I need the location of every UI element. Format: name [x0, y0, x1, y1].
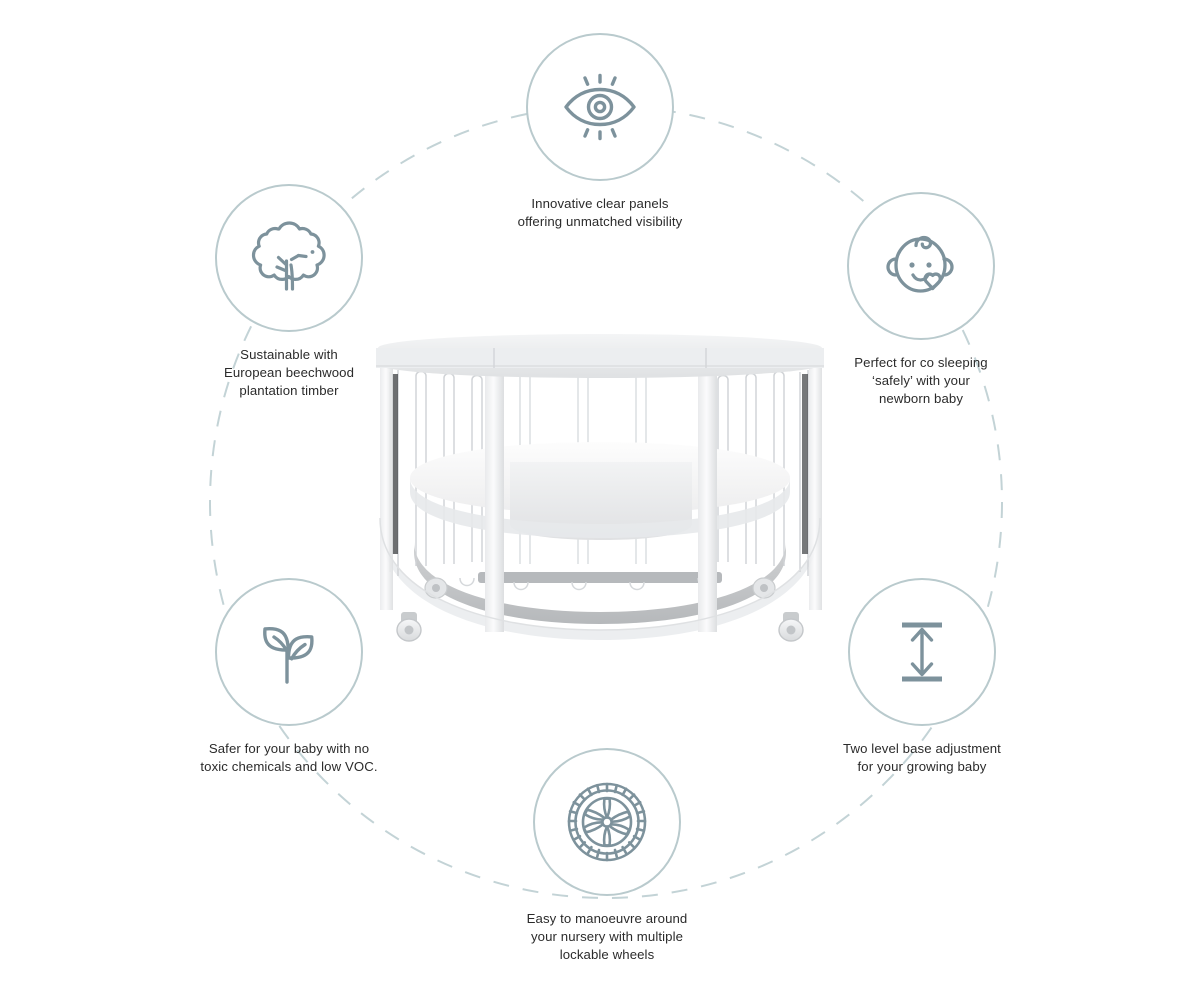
feature-cosleep[interactable]: Perfect for co sleeping ‘safely’ with yo… [771, 192, 1071, 408]
crib-product-image [368, 330, 832, 660]
eye-icon [564, 73, 636, 141]
crib-wheels [396, 577, 804, 642]
leaf-sprout-icon [263, 626, 314, 684]
feature-base[interactable]: Two level base adjustment for your growi… [772, 578, 1072, 776]
crib-top-rail-front [376, 348, 824, 368]
feature-cosleep-bubble[interactable] [847, 192, 995, 340]
feature-sustainable-caption: Sustainable with European beechwood plan… [223, 347, 355, 398]
feature-voc[interactable]: Safer for your baby with no toxic chemic… [139, 578, 439, 776]
crib-wheel-front-left [396, 612, 422, 642]
crib-wheel-back-left [424, 577, 448, 599]
feature-visibility-bubble[interactable] [526, 33, 674, 181]
crib-base-crossbar [478, 572, 722, 583]
feature-voc-caption: Safer for your baby with no toxic chemic… [200, 741, 378, 774]
crib-post-far-right [809, 360, 822, 610]
feature-base-caption: Two level base adjustment for your growi… [843, 741, 1001, 774]
feature-base-bubble[interactable] [848, 578, 996, 726]
crib-platform-edge [410, 478, 790, 538]
feature-visibility-caption: Innovative clear panels offering unmatch… [517, 196, 683, 229]
feature-cosleep-caption: Perfect for co sleeping ‘safely’ with yo… [854, 355, 988, 406]
wheel-icon [567, 782, 647, 862]
height-adjust-arrow-icon [902, 622, 942, 682]
feature-sustainable-bubble[interactable] [215, 184, 363, 332]
feature-wheels-bubble[interactable] [533, 748, 681, 896]
baby-face-heart-icon [886, 235, 954, 293]
crib-post-far-left [380, 360, 393, 610]
crib-wheel-front-right [778, 612, 804, 642]
crib-mattress-front [510, 462, 692, 540]
crib-wheel-back-right [752, 577, 776, 599]
feature-wheels-caption: Easy to manoeuvre around your nursery wi… [526, 911, 688, 962]
crib-post-left [485, 352, 504, 632]
feature-wheels[interactable]: Easy to manoeuvre around your nursery wi… [457, 748, 757, 964]
feature-visibility[interactable]: Innovative clear panels offering unmatch… [450, 33, 750, 231]
feature-sustainable[interactable]: Sustainable with European beechwood plan… [139, 184, 439, 400]
tree-icon [251, 221, 326, 291]
crib-post-right [698, 352, 717, 632]
oval-crib-illustration [376, 334, 824, 642]
feature-voc-bubble[interactable] [215, 578, 363, 726]
